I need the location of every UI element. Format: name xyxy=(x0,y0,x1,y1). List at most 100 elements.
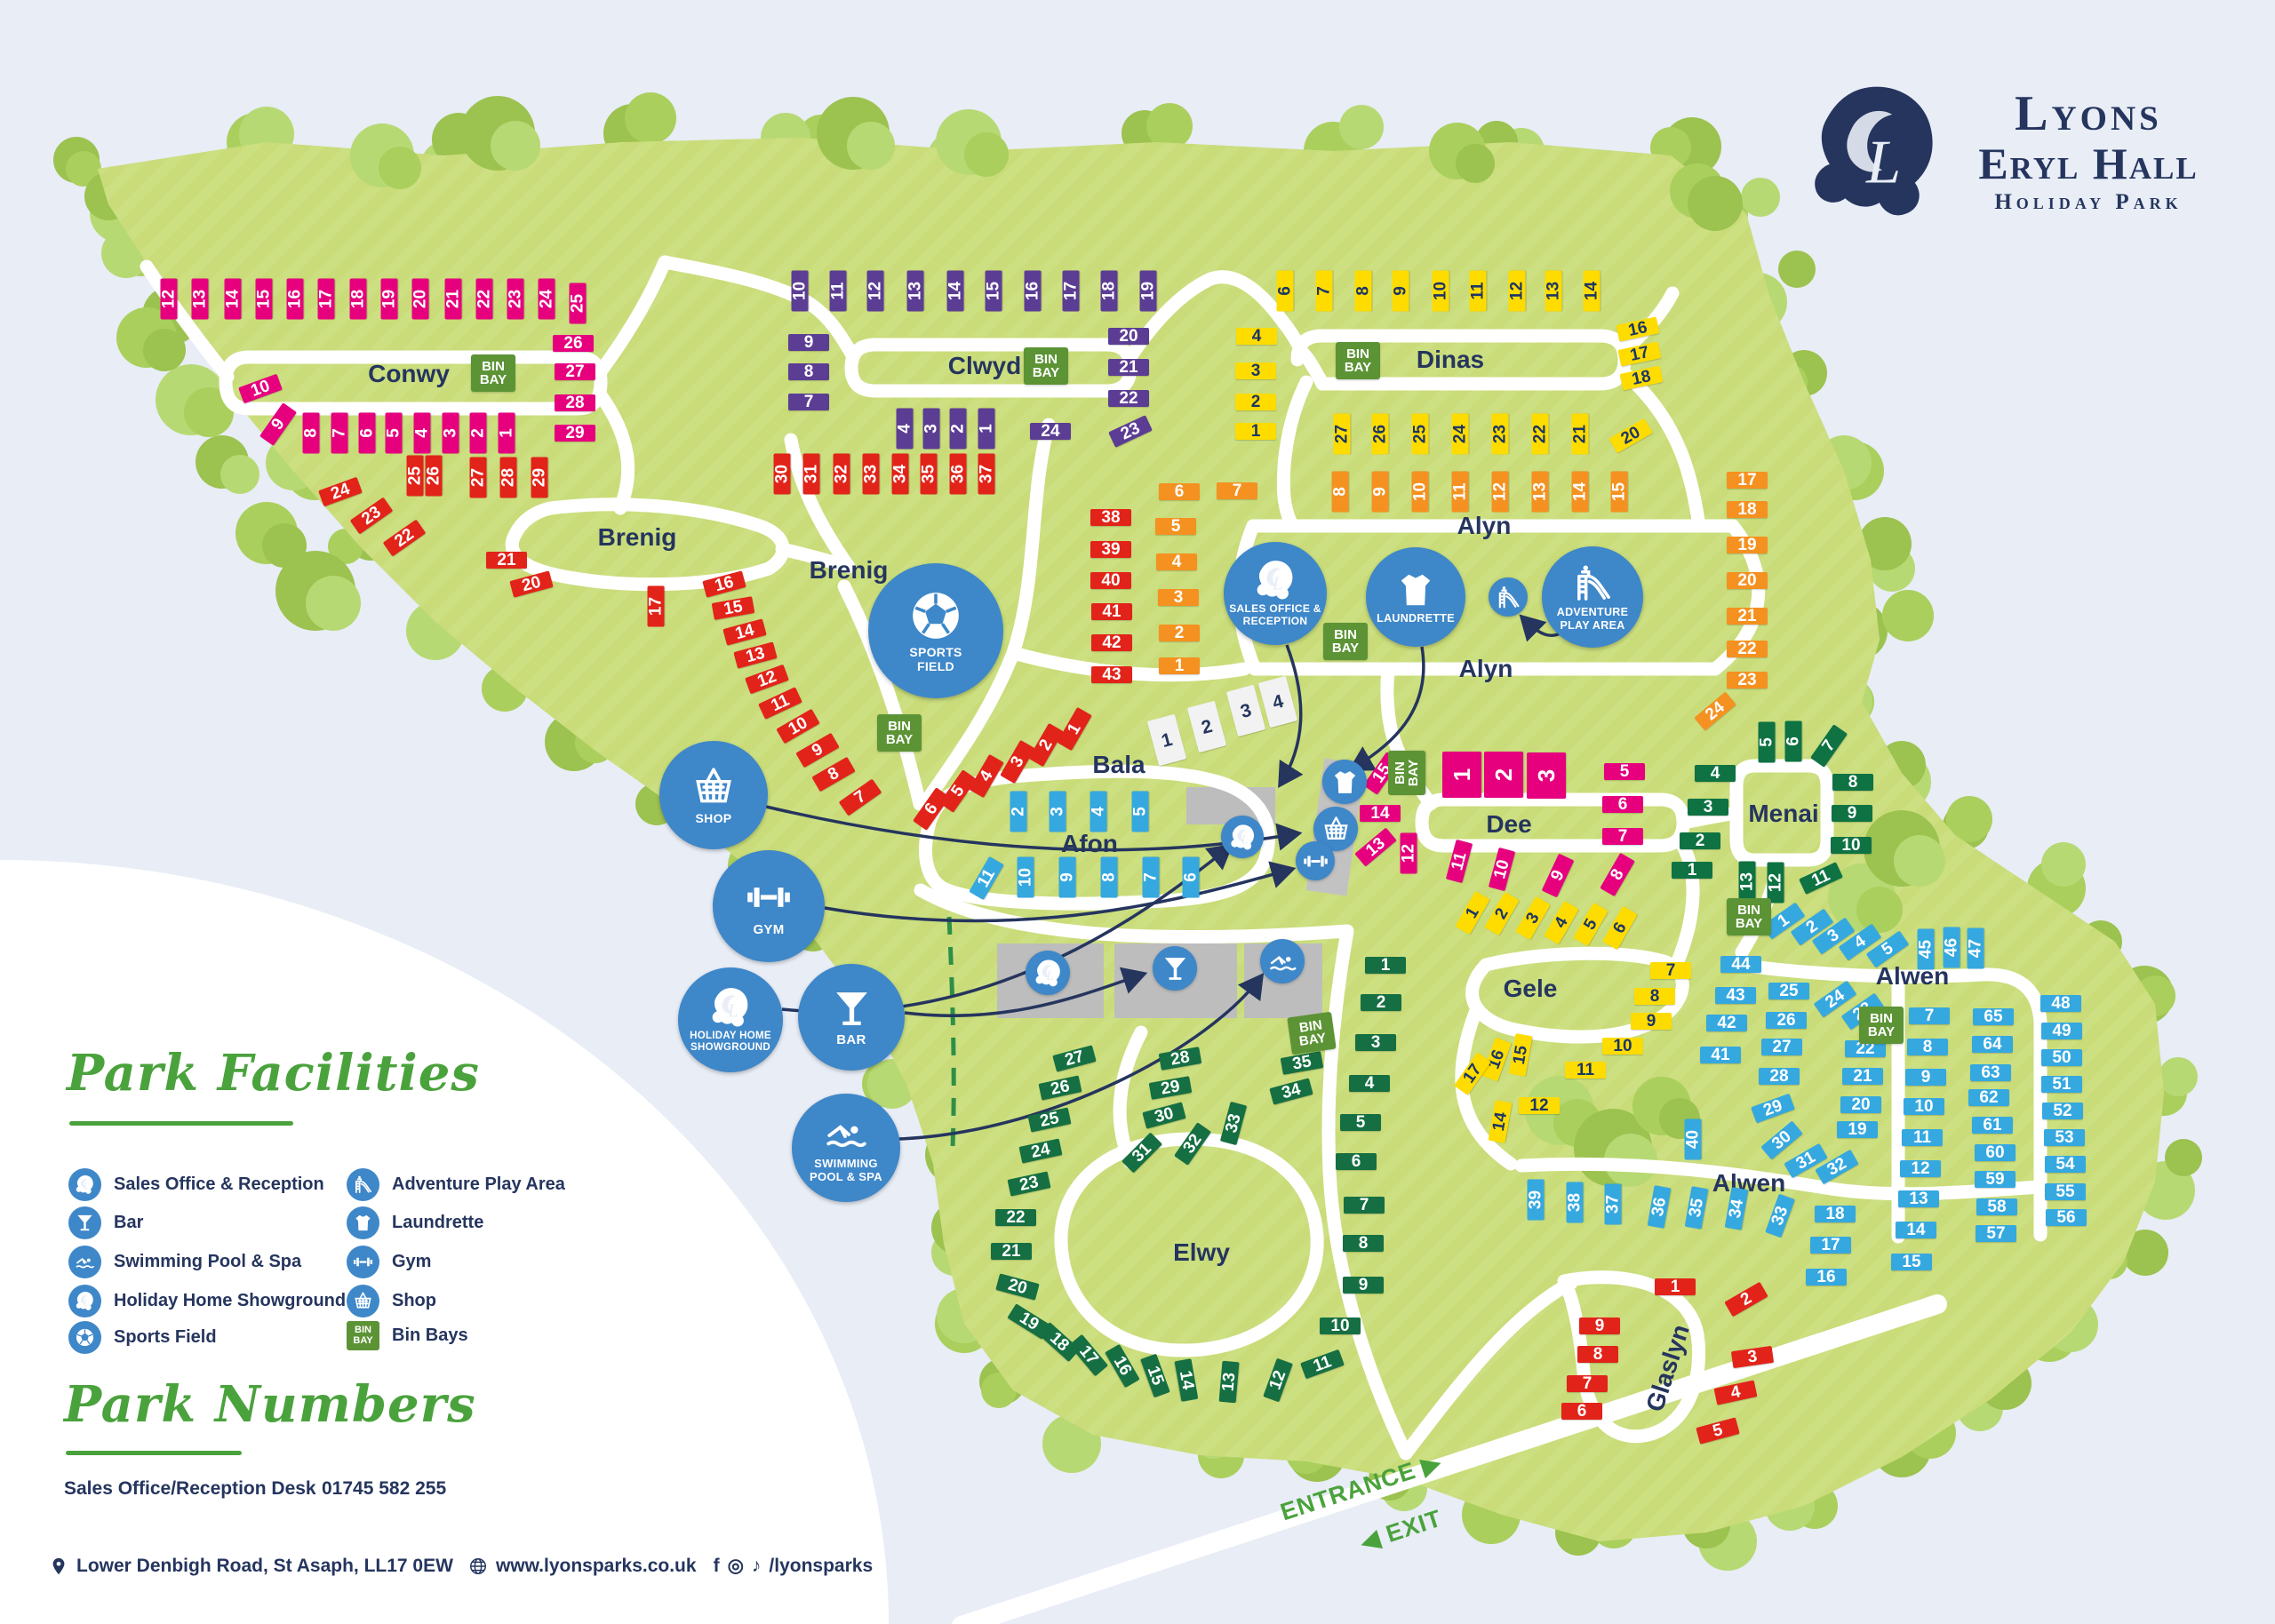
lion-icon xyxy=(1034,959,1063,988)
plot-alyn-24: 24 xyxy=(1694,690,1736,731)
plot-brenig-10: 10 xyxy=(776,708,820,744)
swimmer-icon xyxy=(824,1111,868,1156)
plot-gele-2: 2 xyxy=(1484,891,1520,935)
plot-conwy-28: 28 xyxy=(555,394,595,411)
slide-icon xyxy=(1496,585,1521,610)
plot-alyn-3: 3 xyxy=(1158,588,1199,606)
martini-icon xyxy=(75,1213,95,1233)
plot-alwen-26: 26 xyxy=(1766,1011,1807,1029)
facility-shop: SHOP xyxy=(659,741,768,849)
bin-bay: BIN BAY xyxy=(1388,751,1425,795)
plot-clwyd-9: 9 xyxy=(788,333,829,351)
swimmer-icon xyxy=(1268,947,1297,976)
plot-brenig-6: 6 xyxy=(913,786,950,831)
plot-elwy-4: 4 xyxy=(1349,1074,1390,1092)
plot-brenig-9: 9 xyxy=(795,732,840,768)
martini-icon xyxy=(830,987,874,1031)
plot-conwy-13: 13 xyxy=(191,278,210,319)
plot-dinas-20: 20 xyxy=(1608,418,1653,453)
plot-alyn-21: 21 xyxy=(1727,607,1768,625)
mini-lion-marker xyxy=(1221,816,1264,858)
plot-dee-8: 8 xyxy=(1600,852,1635,896)
soccer-icon xyxy=(908,588,963,643)
plot-alwen-17: 17 xyxy=(1810,1236,1851,1254)
plot-alyn-6: 6 xyxy=(1159,482,1200,500)
plot-afon-10: 10 xyxy=(1017,856,1035,897)
plot-alwen-15: 15 xyxy=(1891,1253,1932,1270)
road-label-alyn: Alyn xyxy=(1458,655,1513,682)
legend-panel-circle xyxy=(0,860,889,1624)
plot-alwen-20: 20 xyxy=(1840,1095,1881,1113)
plot-conwy-6: 6 xyxy=(358,412,377,453)
plot-conwy-29: 29 xyxy=(555,424,595,442)
plot-clwyd-3: 3 xyxy=(922,408,941,449)
shirt-icon xyxy=(1330,768,1360,797)
plot-conwy-8: 8 xyxy=(302,412,321,453)
plot-brenig-4: 4 xyxy=(969,753,1004,798)
plot-brenig-37: 37 xyxy=(978,453,996,494)
road-label-conwy: Conwy xyxy=(368,360,450,387)
martini-icon xyxy=(1161,954,1190,983)
address: Lower Denbigh Road, St Asaph, LL17 0EW xyxy=(76,1555,453,1576)
plot-conwy-24: 24 xyxy=(538,278,556,319)
plot-brenig-24: 24 xyxy=(318,476,363,506)
bin-bay: BIN BAY xyxy=(1336,342,1380,379)
mini-shirt-marker xyxy=(1322,760,1367,804)
bin-bay: BIN BAY xyxy=(1287,1011,1337,1055)
bin-bay: BIN BAY xyxy=(1024,347,1068,385)
plot-bala-white-2: 2 xyxy=(1186,700,1227,753)
plot-alwen-30: 30 xyxy=(1760,1119,1803,1160)
plot-menai-13: 13 xyxy=(1738,861,1757,902)
plot-gele-7: 7 xyxy=(1650,961,1691,979)
plot-elwy-7: 7 xyxy=(1344,1196,1385,1214)
plot-dinas-24: 24 xyxy=(1451,413,1470,454)
plot-brenig-22: 22 xyxy=(382,519,427,556)
plot-elwy-5: 5 xyxy=(1340,1113,1381,1131)
facility-label: LAUNDRETTE xyxy=(1377,611,1455,625)
legend-item: Holiday Home Showground xyxy=(68,1285,346,1318)
plot-menai-10: 10 xyxy=(1831,836,1872,854)
plot-gele-11: 11 xyxy=(1565,1061,1606,1079)
plot-dinas-12: 12 xyxy=(1508,270,1527,311)
plot-conwy-20: 20 xyxy=(411,278,430,319)
plot-elwy-22: 22 xyxy=(995,1208,1036,1226)
plot-alwen-62: 62 xyxy=(1968,1088,2009,1106)
plot-conwy-10: 10 xyxy=(238,373,283,403)
plot-brenig-8: 8 xyxy=(811,756,856,792)
road-label-dinas: Dinas xyxy=(1416,346,1485,373)
plot-alyn-18: 18 xyxy=(1727,500,1768,518)
plot-elwy-12: 12 xyxy=(1263,1357,1293,1402)
plot-conwy-5: 5 xyxy=(385,412,403,453)
basket-icon xyxy=(691,765,736,809)
plot-alwen-37: 37 xyxy=(1604,1183,1623,1224)
lion-icon xyxy=(75,1291,95,1311)
plot-elwy-33: 33 xyxy=(1219,1101,1248,1145)
plot-alwen-65: 65 xyxy=(1973,1007,2014,1025)
plot-clwyd-21: 21 xyxy=(1108,358,1149,376)
plot-brenig-30: 30 xyxy=(773,453,792,494)
plot-clwyd-12: 12 xyxy=(866,270,885,311)
phone-row: Sales Office/Reception Desk 01745 582 25… xyxy=(64,1478,446,1500)
plot-glaslyn-1: 1 xyxy=(1655,1278,1696,1295)
logo-line2: Eryl Hall xyxy=(1978,138,2199,188)
plot-alyn-10: 10 xyxy=(1411,471,1430,512)
mini-dumbbell-marker xyxy=(1296,841,1335,880)
legend-item: Adventure Play Area xyxy=(347,1168,565,1201)
plot-alyn-15: 15 xyxy=(1610,471,1629,512)
plot-alwen-44: 44 xyxy=(1720,955,1761,973)
legend-item: Shop xyxy=(347,1285,436,1318)
lion-icon xyxy=(75,1174,95,1195)
plot-menai-8: 8 xyxy=(1832,773,1873,791)
bin-bay: BIN BAY xyxy=(471,354,515,392)
park-facilities-title: Park Facilities xyxy=(67,1044,480,1103)
plot-clwyd-15: 15 xyxy=(985,270,1003,311)
legend-item: Gym xyxy=(347,1246,431,1278)
plot-gele-14: 14 xyxy=(1488,1099,1513,1143)
plot-dinas-26: 26 xyxy=(1371,413,1390,454)
plot-conwy-1: 1 xyxy=(498,412,516,453)
plot-brenig-11: 11 xyxy=(758,686,802,720)
plot-conwy-19: 19 xyxy=(380,278,399,319)
bin-bay: BIN BAY xyxy=(1727,898,1771,935)
